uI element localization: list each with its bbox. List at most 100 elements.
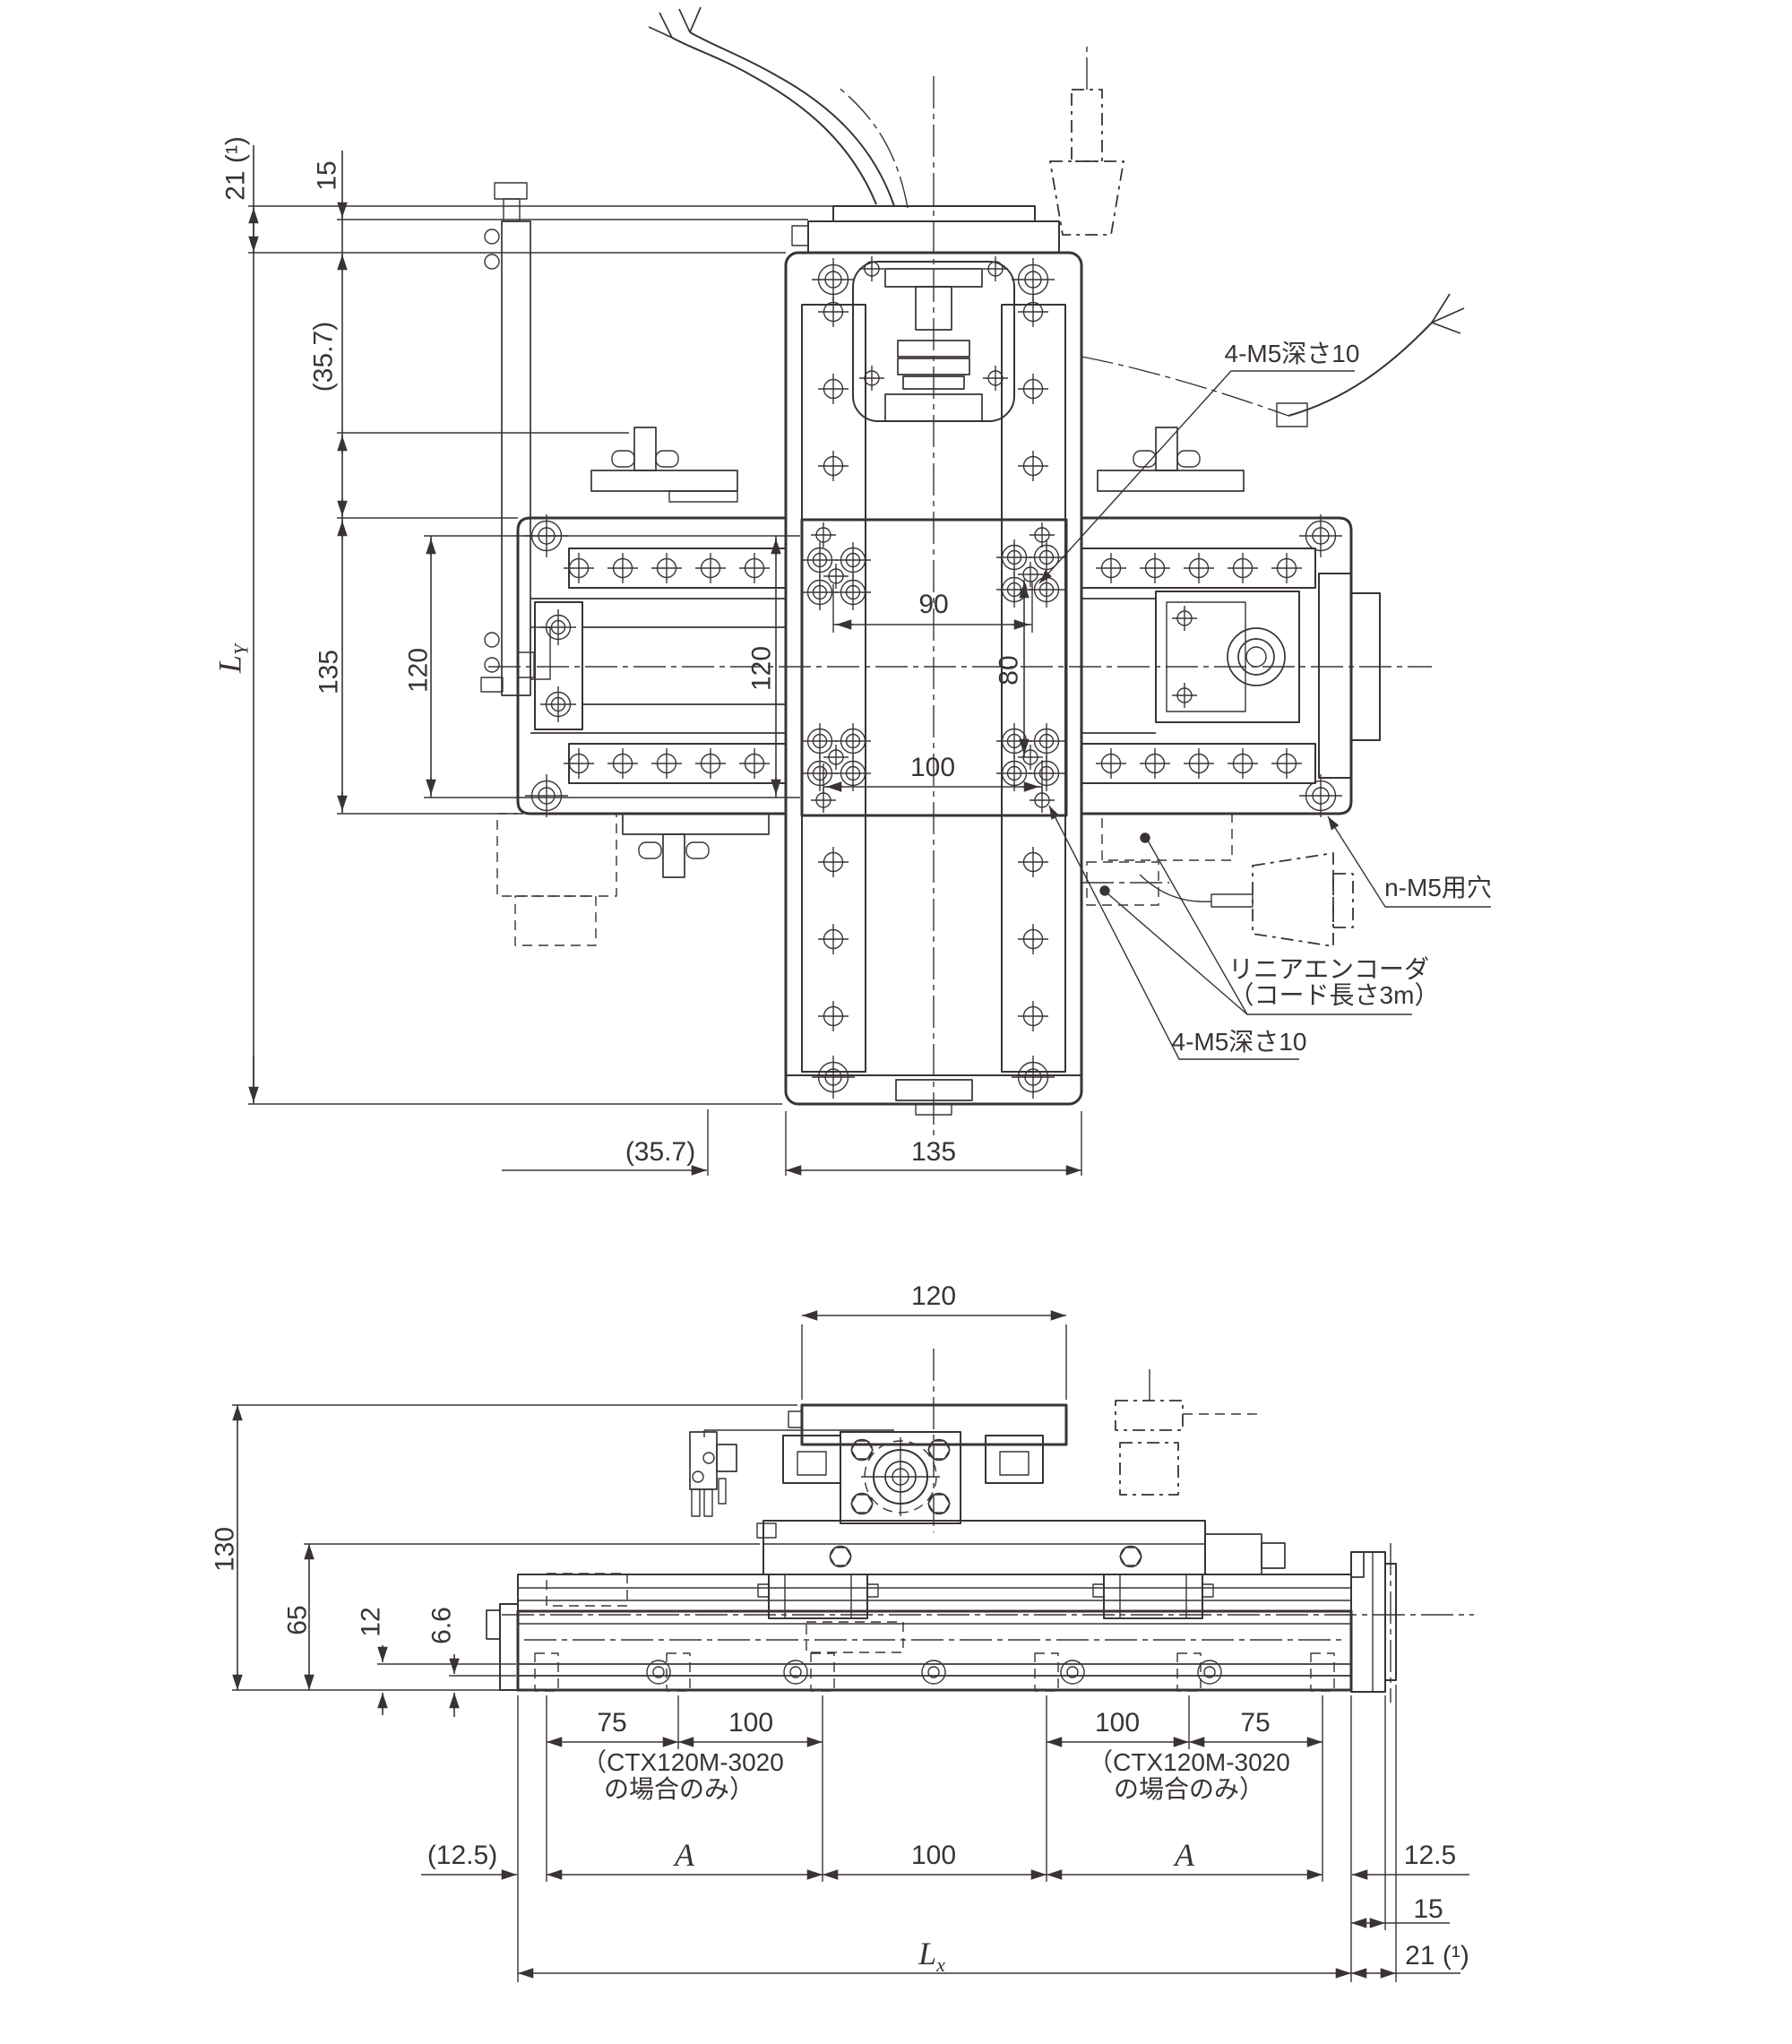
screw-hole: [650, 552, 683, 584]
screw-hole: [607, 552, 639, 584]
pilot-hole: [823, 744, 849, 771]
dim-bracket-width-label: 15: [1413, 1894, 1443, 1924]
bolt-hole: [801, 574, 839, 611]
side-phantom-connector: [1115, 1369, 1259, 1496]
leader-encoder: [1099, 832, 1412, 1015]
corner-hole: [811, 1055, 856, 1100]
dim-y-width-label: 135: [911, 1137, 956, 1167]
dim-overhang-label: 21 (¹): [221, 136, 251, 201]
phantom-connector-right: [1139, 852, 1354, 947]
screw-hole: [694, 552, 727, 584]
dim-100-label: 100: [910, 753, 955, 782]
dim-step-height-label: 12: [357, 1607, 386, 1636]
dim-x-inner-label: 120: [404, 648, 434, 693]
screw-hole: [1017, 923, 1049, 955]
screw-hole: [1171, 682, 1198, 709]
screw-hole: [1271, 747, 1303, 780]
hidden-slot: [1310, 1652, 1335, 1692]
screw-hole: [607, 747, 639, 780]
label-m5-top: 4-M5深さ10: [1225, 340, 1360, 367]
pilot-hole: [823, 563, 849, 590]
side-table-plate: [703, 1403, 1068, 1446]
corner-hole: [1011, 257, 1055, 302]
screw-hole: [738, 552, 771, 584]
leader-m5-bottom: [1048, 805, 1299, 1060]
pilot-hole: [810, 522, 837, 548]
screw-hole: [817, 373, 849, 405]
corner-hole: [1298, 773, 1343, 818]
screw-hole: [817, 1000, 849, 1032]
note-ctx-right-2: の場合のみ）: [1114, 1775, 1264, 1803]
label-m5-bottom: 4-M5深さ10: [1172, 1028, 1307, 1056]
side-centerlines: [502, 1349, 1474, 1703]
corner-hole: [1011, 1055, 1055, 1100]
x-motor-unit: [1155, 573, 1381, 779]
dim-left-75-label: 75: [597, 1708, 626, 1738]
pilot-hole: [1029, 522, 1055, 548]
screw-hole: [817, 923, 849, 955]
corner-hole: [811, 257, 856, 302]
pilot-hole: [1017, 744, 1044, 771]
hidden-details: [496, 813, 1233, 946]
hidden-slot: [1176, 1652, 1202, 1692]
dim-ly-label: LY: [212, 642, 253, 674]
screw-hole: [858, 255, 885, 282]
top-view-texts: 21 (¹) 15 (35.7) LY 135 120 120 90 80 10…: [212, 136, 1492, 1167]
dim-base-step-label: 6.6: [427, 1607, 457, 1644]
dim-table-width-label: 120: [911, 1281, 956, 1311]
dim-right-margin-label: 12.5: [1404, 1841, 1456, 1870]
label-encoder-1: リニアエンコーダ: [1228, 955, 1429, 983]
hex-bolt: [927, 1492, 951, 1515]
side-view: 120 130 65 12 6.6 75 100 （CTX120M-3020 の…: [211, 1281, 1474, 1982]
screw-hole: [1017, 296, 1049, 328]
label-encoder-2: （コード長さ3m）: [1229, 981, 1440, 1009]
screw-hole: [1227, 747, 1259, 780]
motor-cables: [648, 6, 1465, 427]
screw-hole: [1095, 747, 1127, 780]
bolt-hole: [1028, 755, 1065, 792]
dim-motor-overhang-label: 21 (¹): [1405, 1941, 1469, 1971]
dim-center-100-label: 100: [911, 1841, 956, 1870]
screw-hole: [982, 255, 1009, 282]
dim-bottom-offset-label: (35.7): [625, 1137, 695, 1167]
screw-hole: [1017, 1000, 1049, 1032]
screw-hole: [817, 296, 849, 328]
bolt-hole: [539, 686, 577, 723]
bolt-hole: [539, 608, 577, 646]
screw-hole: [817, 450, 849, 482]
hidden-slot: [1034, 1652, 1059, 1692]
screw-hole: [1227, 552, 1259, 584]
leader-m5-top: [1038, 370, 1355, 584]
bolt-hole: [1028, 571, 1065, 608]
top-leaders: [1038, 370, 1491, 1060]
screw-hole: [982, 365, 1009, 392]
screw-hole: [1183, 552, 1215, 584]
ly-subscript: Y: [230, 642, 253, 655]
side-base: [486, 1551, 1397, 1693]
dim-left-100-label: 100: [728, 1708, 773, 1738]
table-plate: [800, 518, 1068, 817]
lx-symbol: L: [918, 1936, 936, 1971]
hex-bolt: [829, 1545, 852, 1568]
screw-hole: [1017, 373, 1049, 405]
bolt-hole: [801, 755, 839, 792]
label-n-m5: n-M5用穴: [1384, 874, 1492, 901]
side-carriage: [689, 1431, 1286, 1619]
screw-hole: [817, 846, 849, 878]
top-view: 21 (¹) 15 (35.7) LY 135 120 120 90 80 10…: [212, 6, 1492, 1176]
dim-lx-label: Lx: [918, 1936, 945, 1976]
dim-x-width-label: 135: [314, 650, 344, 694]
note-ctx-left-1: （CTX120M-3020: [582, 1748, 784, 1776]
screw-hole: [1017, 846, 1049, 878]
hidden-slot: [810, 1652, 835, 1692]
screw-hole: [1271, 552, 1303, 584]
screw-hole: [1183, 747, 1215, 780]
hex-bolt: [927, 1438, 951, 1462]
dim-span-a-left-label: A: [673, 1837, 695, 1873]
dim-right-100-label: 100: [1095, 1708, 1140, 1738]
y-motor-coupling: [791, 205, 1060, 422]
hex-bolt: [850, 1438, 874, 1462]
bolt-hole: [1028, 722, 1065, 760]
